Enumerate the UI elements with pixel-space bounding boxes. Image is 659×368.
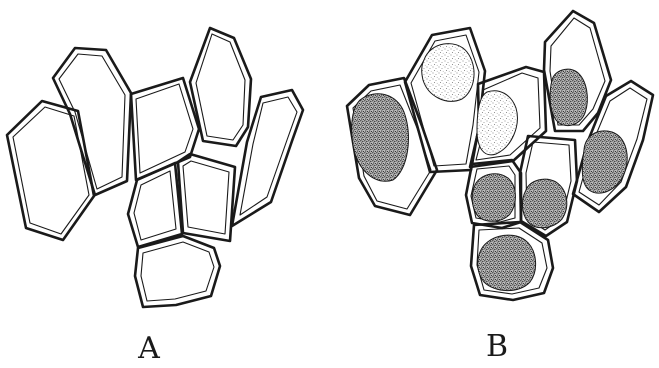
cell-b4 bbox=[544, 11, 611, 131]
protoplast-b7 bbox=[472, 174, 515, 221]
protoplast-b2 bbox=[422, 44, 474, 102]
cell-a6 bbox=[178, 154, 235, 241]
protoplast-b8 bbox=[478, 235, 536, 291]
protoplast-b4 bbox=[550, 69, 587, 125]
protoplast-b5 bbox=[582, 131, 627, 193]
cell-a4 bbox=[190, 28, 251, 146]
cell-a3 bbox=[131, 78, 199, 180]
cell-a8 bbox=[135, 236, 220, 307]
cell-a5 bbox=[232, 90, 303, 226]
cell-a1 bbox=[7, 101, 94, 240]
panel-a-cells bbox=[7, 28, 303, 307]
panel-b-cells bbox=[347, 11, 653, 300]
cell-b6 bbox=[520, 136, 577, 236]
protoplast-b1 bbox=[352, 94, 409, 182]
cell-a2 bbox=[53, 48, 131, 195]
protoplast-b6 bbox=[522, 179, 566, 228]
panel-a-label: A bbox=[137, 331, 160, 366]
protoplast-b3 bbox=[477, 91, 517, 155]
panel-b-label: B bbox=[486, 329, 508, 364]
cell-b7 bbox=[466, 160, 521, 228]
cell-b3 bbox=[470, 67, 546, 167]
